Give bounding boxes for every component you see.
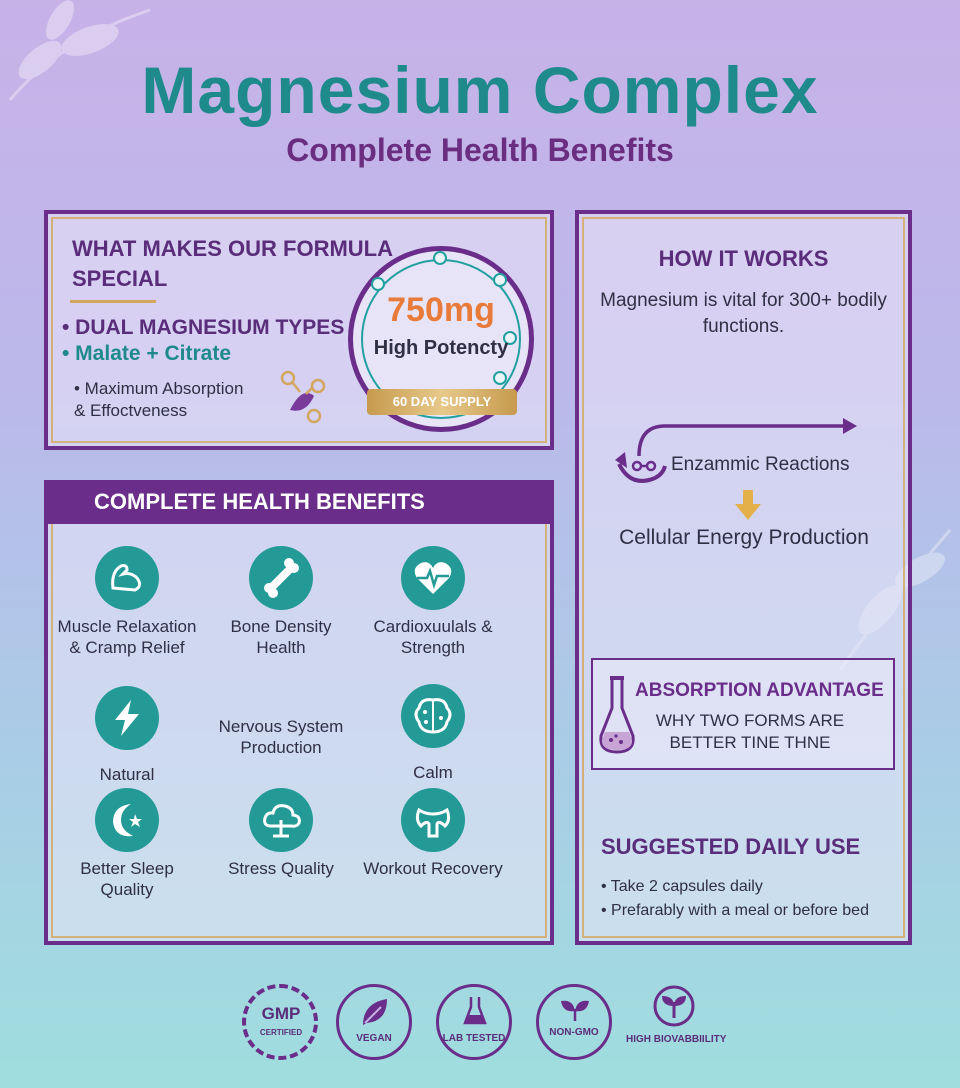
ring-node-icon [503, 331, 517, 345]
vegan-text: VEGAN [356, 1033, 392, 1044]
dose-text: 750mg [387, 291, 495, 329]
absorption-text: • Maximum Absorption & Effoctveness [74, 379, 244, 420]
benefit-label: Muscle Relaxation & Cramp Relief [57, 617, 197, 657]
benefit-label: Bone Density Health [230, 617, 332, 657]
benefit-label: Stress Quality [228, 859, 334, 878]
leaf-decoration-icon [8, 0, 151, 101]
absorption-title: ABSORPTION ADVANTAGE [635, 680, 884, 701]
moon-icon [95, 788, 159, 852]
benefit-muscle: Muscle Relaxation & Cramp Relief [52, 546, 202, 658]
benefits-header-bar: COMPLETE HEALTH BENEFITS [44, 480, 554, 524]
benefit-nervous: Nervous System Production [206, 710, 356, 758]
enzyme-reactions-text: Enzammic Reactions [671, 454, 850, 475]
ring-node-icon [493, 273, 507, 287]
formula-heading: WHAT MAKES OUR FORMULA SPECIAL [72, 236, 393, 291]
body-icon [401, 788, 465, 852]
benefits-panel: COMPLETE HEALTH BENEFITS Muscle Relaxati… [44, 480, 554, 945]
how-title: HOW IT WORKS [658, 246, 829, 271]
leaf-icon [363, 999, 387, 1025]
benefit-label: Natural [99, 765, 155, 784]
absorption-box: ABSORPTION ADVANTAGE WHY TWO FORMS ARE B… [591, 658, 895, 770]
cycle-arrow-icon [615, 418, 857, 483]
page-title: Magnesium Complex [141, 53, 819, 127]
ring-node-icon [493, 371, 507, 385]
malate-citrate-text: • Malate + Citrate [62, 342, 231, 365]
muscle-icon [95, 546, 159, 610]
benefit-natural: Natural [52, 686, 202, 785]
molecule-icon [280, 370, 326, 424]
potency-badge: 750mg High Potencty 60 DAY SUPPLY [348, 246, 534, 432]
lab-tested-badge: LAB TESTED [436, 984, 512, 1060]
formula-panel: WHAT MAKES OUR FORMULA SPECIAL • DUAL MA… [44, 210, 554, 450]
benefits-heading: COMPLETE HEALTH BENEFITS [94, 489, 425, 514]
ring-node-icon [433, 251, 447, 265]
supply-ribbon: 60 DAY SUPPLY [367, 389, 517, 415]
sprout-icon [561, 1000, 589, 1021]
potency-text: High Potencty [373, 337, 509, 359]
flask-icon [599, 676, 635, 754]
benefit-recovery: Workout Recovery [358, 788, 508, 879]
how-it-works-panel: HOW IT WORKS Magnesium is vital for 300+… [575, 210, 912, 945]
benefit-label: Better Sleep Quality [80, 859, 174, 899]
bio-icon [653, 985, 695, 1027]
gmp-subtext: CERTIFIED [259, 1028, 303, 1037]
benefit-label: Workout Recovery [363, 859, 503, 878]
lab-tested-text: LAB TESTED [442, 1033, 506, 1044]
heart-icon [401, 546, 465, 610]
cloud-icon [249, 788, 313, 852]
absorption-subtitle: WHY TWO FORMS ARE BETTER TINE THNE [655, 711, 845, 752]
vegan-badge: VEGAN [336, 984, 412, 1060]
down-arrow-icon [735, 490, 761, 520]
lightning-icon [95, 686, 159, 750]
how-description: Magnesium is vital for 300+ bodily funct… [600, 290, 887, 337]
non-gmo-text: NON-GMO [549, 1027, 599, 1038]
heading-underline [70, 300, 156, 303]
benefit-bone: Bone Density Health [206, 546, 356, 658]
ring-node-icon [371, 277, 385, 291]
bone-icon [249, 546, 313, 610]
daily-use-item: • Prefarably with a meal or before bed [601, 902, 869, 919]
brain-icon [401, 684, 465, 748]
benefit-cardio: Cardioxuulals & Strength [358, 546, 508, 658]
benefit-label: Cardioxuulals & Strength [373, 617, 493, 657]
page-subtitle: Complete Health Benefits [286, 132, 674, 168]
benefit-stress: Stress Quality [206, 788, 356, 879]
benefit-calm: Calm [358, 684, 508, 783]
daily-use-title: SUGGESTED DAILY USE [601, 834, 861, 859]
daily-use-item: • Take 2 capsules daily [601, 878, 763, 895]
benefit-label: Nervous System Production [218, 717, 344, 757]
gmp-text: GMP [261, 1004, 301, 1023]
non-gmo-badge: NON-GMO [536, 984, 612, 1060]
beaker-icon [463, 997, 487, 1025]
dual-types-text: • DUAL MAGNESIUM TYPES [62, 316, 345, 339]
bio-text: HIGH BIOVABBIILITY [626, 1034, 727, 1045]
gmp-badge: GMP CERTIFIED [242, 984, 318, 1060]
benefit-sleep: Better Sleep Quality [52, 788, 202, 900]
benefit-label: Calm [413, 763, 453, 782]
cellular-energy-text: Cellular Energy Production [619, 526, 869, 549]
